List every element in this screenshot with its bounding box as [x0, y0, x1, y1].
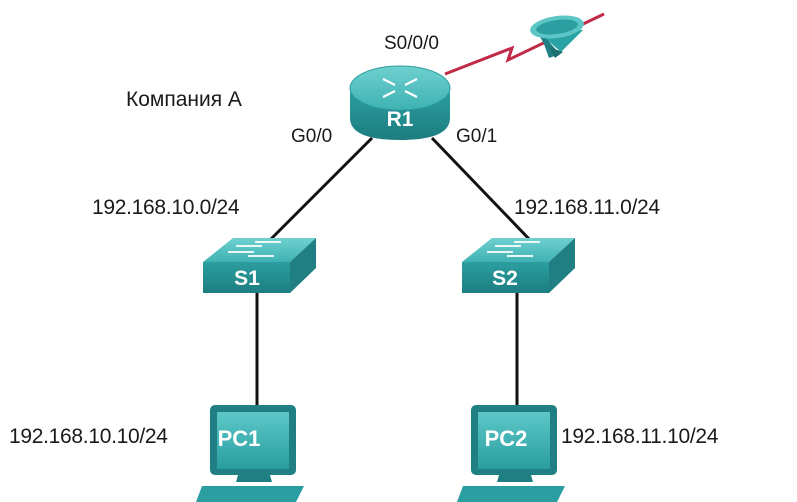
router-label: R1 [387, 108, 414, 131]
router-r1[interactable]: R1 [349, 65, 451, 140]
host-ip-pc2: 192.168.11.10/24 [561, 425, 719, 448]
wan-cloud-icon [530, 15, 584, 58]
pc2-label: PC2 [485, 426, 528, 451]
link-r1-s2 [430, 136, 532, 242]
port-label-g01: G0/1 [456, 126, 498, 147]
pc1-label: PC1 [218, 426, 261, 451]
switch-s2-label: S2 [492, 267, 518, 290]
port-label-serial: S0/0/0 [384, 33, 439, 54]
pc-pc1[interactable]: PC1 [196, 405, 304, 502]
port-label-g00: G0/0 [291, 126, 333, 147]
switch-arrows-icon [228, 241, 281, 257]
company-label: Компания A [126, 88, 242, 111]
switch-s1-label: S1 [234, 267, 260, 290]
link-r1-s1 [268, 136, 374, 242]
router-arrows-icon [382, 78, 418, 98]
switch-s2[interactable]: S2 [462, 238, 575, 293]
host-ip-pc1: 192.168.10.10/24 [9, 425, 168, 448]
switch-s1[interactable]: S1 [203, 238, 316, 293]
network-label-left: 192.168.10.0/24 [92, 196, 240, 219]
network-label-right: 192.168.11.0/24 [514, 196, 660, 219]
pc-pc2[interactable]: PC2 [457, 405, 565, 502]
switch-arrows-icon [487, 241, 540, 257]
